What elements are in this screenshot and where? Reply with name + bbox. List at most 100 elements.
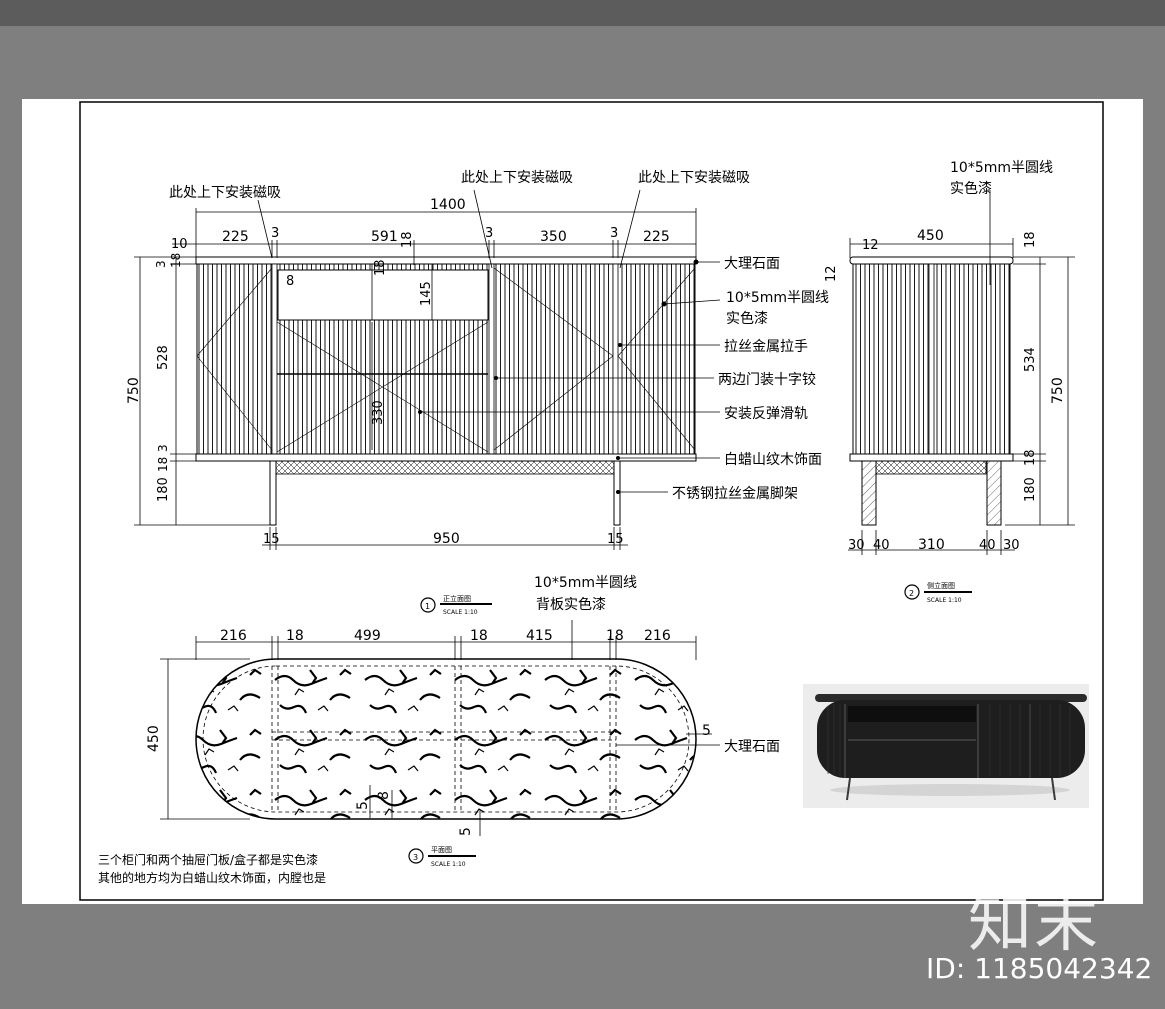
side-dim-40-left: 40 xyxy=(873,538,890,553)
note-magnet-mid: 此处上下安装磁吸 xyxy=(461,170,573,186)
viewer-toolbar xyxy=(0,0,1165,26)
title-name-plan: 平面图 xyxy=(431,846,452,854)
side-dim-310: 310 xyxy=(918,537,945,553)
dim-3-left-bottom: 3 xyxy=(156,444,170,452)
label-marble-top: 大理石面 xyxy=(724,256,780,272)
dim-1400: 1400 xyxy=(430,197,466,213)
title-num-front: 1 xyxy=(425,602,430,611)
divider-mid xyxy=(488,263,495,455)
dim-750: 750 xyxy=(126,377,142,404)
title-badge-side xyxy=(904,584,920,600)
label-handle: 拉丝金属拉手 xyxy=(724,339,808,355)
side-dim-750: 750 xyxy=(1050,377,1066,404)
photo-cabinet-shelf xyxy=(848,706,976,722)
plan-note-back-paint: 背板实色漆 xyxy=(536,596,606,613)
note-magnet-right: 此处上下安装磁吸 xyxy=(638,170,750,186)
photo-leg-right xyxy=(1051,777,1056,801)
drawer-cross xyxy=(276,321,489,453)
side-top-slab xyxy=(849,256,1014,265)
dim-145: 145 xyxy=(419,281,434,306)
product-photo xyxy=(803,684,1089,808)
plan-dim-415: 415 xyxy=(526,628,553,644)
divider-right xyxy=(612,263,619,455)
title-num-plan: 3 xyxy=(413,853,418,862)
photo-leg-left xyxy=(846,777,851,801)
leg-frame xyxy=(273,460,619,475)
footnote-line-2: 其他的地方均为白蜡山纹木饰面，内膛也是 xyxy=(98,870,326,885)
side-plinth xyxy=(849,453,1014,462)
side-leg-left xyxy=(861,460,877,526)
dim-3-left-top: 3 xyxy=(154,260,168,268)
title-badge-front xyxy=(420,597,436,613)
plinth xyxy=(195,453,697,462)
dim-18-inner: 18 xyxy=(373,259,388,276)
dim-18-top: 18 xyxy=(400,231,415,248)
plan-dim-499: 499 xyxy=(354,628,381,644)
dim-15-right: 15 xyxy=(607,532,624,547)
title-scale-front: SCALE 1:10 xyxy=(443,609,478,616)
plan-marble-top xyxy=(195,658,697,820)
dim-18-left-top: 18 xyxy=(169,253,183,268)
plan-dim-18-a: 18 xyxy=(286,628,304,644)
dim-3-b: 3 xyxy=(485,226,493,241)
side-note-paint: 实色漆 xyxy=(950,180,992,197)
dim-225-right: 225 xyxy=(643,229,670,245)
drawing-frame xyxy=(79,101,1104,901)
dim-528: 528 xyxy=(156,345,171,370)
title-badge-plan xyxy=(408,848,424,864)
dim-8: 8 xyxy=(286,274,294,289)
label-slide: 安装反弹滑轨 xyxy=(724,405,808,422)
door-swing-left xyxy=(196,267,273,451)
side-leg-right xyxy=(986,460,1002,526)
plan-label-marble: 大理石面 xyxy=(724,739,780,755)
dim-18-left-bottom: 18 xyxy=(156,457,170,472)
door-swing-mid xyxy=(493,267,614,451)
side-dim-40-right: 40 xyxy=(979,538,996,553)
side-dim-30-left: 30 xyxy=(848,538,865,553)
label-solid-paint: 实色漆 xyxy=(726,310,768,327)
footnote-line-1: 三个柜门和两个抽屉门板/盒子都是实色漆 xyxy=(98,852,318,867)
side-dim-12-left: 12 xyxy=(824,265,839,282)
side-divider xyxy=(928,263,935,455)
plan-dim-5-bottom: 5 xyxy=(458,827,474,836)
plan-dim-450: 450 xyxy=(146,725,162,752)
dim-180: 180 xyxy=(156,477,171,502)
dim-3-a: 3 xyxy=(271,226,279,241)
drawer-opening xyxy=(277,269,489,321)
front-elevation: 此处上下安装磁吸 此处上下安装磁吸 此处上下安装磁吸 1400 10 225 3… xyxy=(126,170,829,616)
side-dim-450: 450 xyxy=(917,228,944,244)
side-dim-180: 180 xyxy=(1023,477,1038,502)
title-name-front: 正立面图 xyxy=(443,594,471,603)
plan-dim-5-right: 5 xyxy=(702,723,711,739)
side-dim-534: 534 xyxy=(1023,347,1038,372)
side-leg-frame xyxy=(875,460,987,475)
plan-dim-5-inner: 5 xyxy=(355,801,371,810)
dim-3-c: 3 xyxy=(610,226,618,241)
label-wood-finish: 白蜡山纹木饰面 xyxy=(724,452,822,468)
note-magnet-left: 此处上下安装磁吸 xyxy=(169,185,281,201)
plan-inner-outline xyxy=(202,665,690,813)
plan-view: 10*5mm半圆线 背板实色漆 216 18 499 18 415 18 216… xyxy=(146,575,780,868)
dim-591: 591 xyxy=(371,229,398,245)
dim-15-left: 15 xyxy=(263,532,280,547)
side-dim-18-bottom: 18 xyxy=(1023,449,1038,466)
side-dim-30-right: 30 xyxy=(1003,538,1020,553)
watermark-id: ID: 1185042342 xyxy=(926,952,1153,985)
side-dim-12-top: 12 xyxy=(862,238,879,253)
side-note-half-round: 10*5mm半圆线 xyxy=(950,160,1053,176)
title-num-side: 2 xyxy=(909,589,914,598)
title-name-side: 侧立面图 xyxy=(927,581,955,590)
plan-dim-216-left: 216 xyxy=(220,628,247,644)
side-elevation: 10*5mm半圆线 实色漆 450 12 18 12 534 750 18 18… xyxy=(824,160,1075,604)
divider-left xyxy=(271,263,278,455)
door-swing-right xyxy=(617,267,696,451)
label-hinge: 两边门装十字铰 xyxy=(718,372,816,388)
plan-note-half-round: 10*5mm半圆线 xyxy=(534,575,637,591)
dim-10: 10 xyxy=(171,237,188,252)
plan-dim-18-b: 18 xyxy=(470,628,488,644)
dim-225-left: 225 xyxy=(222,229,249,245)
dim-330: 330 xyxy=(371,400,386,425)
side-dim-18-top: 18 xyxy=(1023,231,1038,248)
label-leg: 不锈钢拉丝金属脚架 xyxy=(672,486,798,502)
